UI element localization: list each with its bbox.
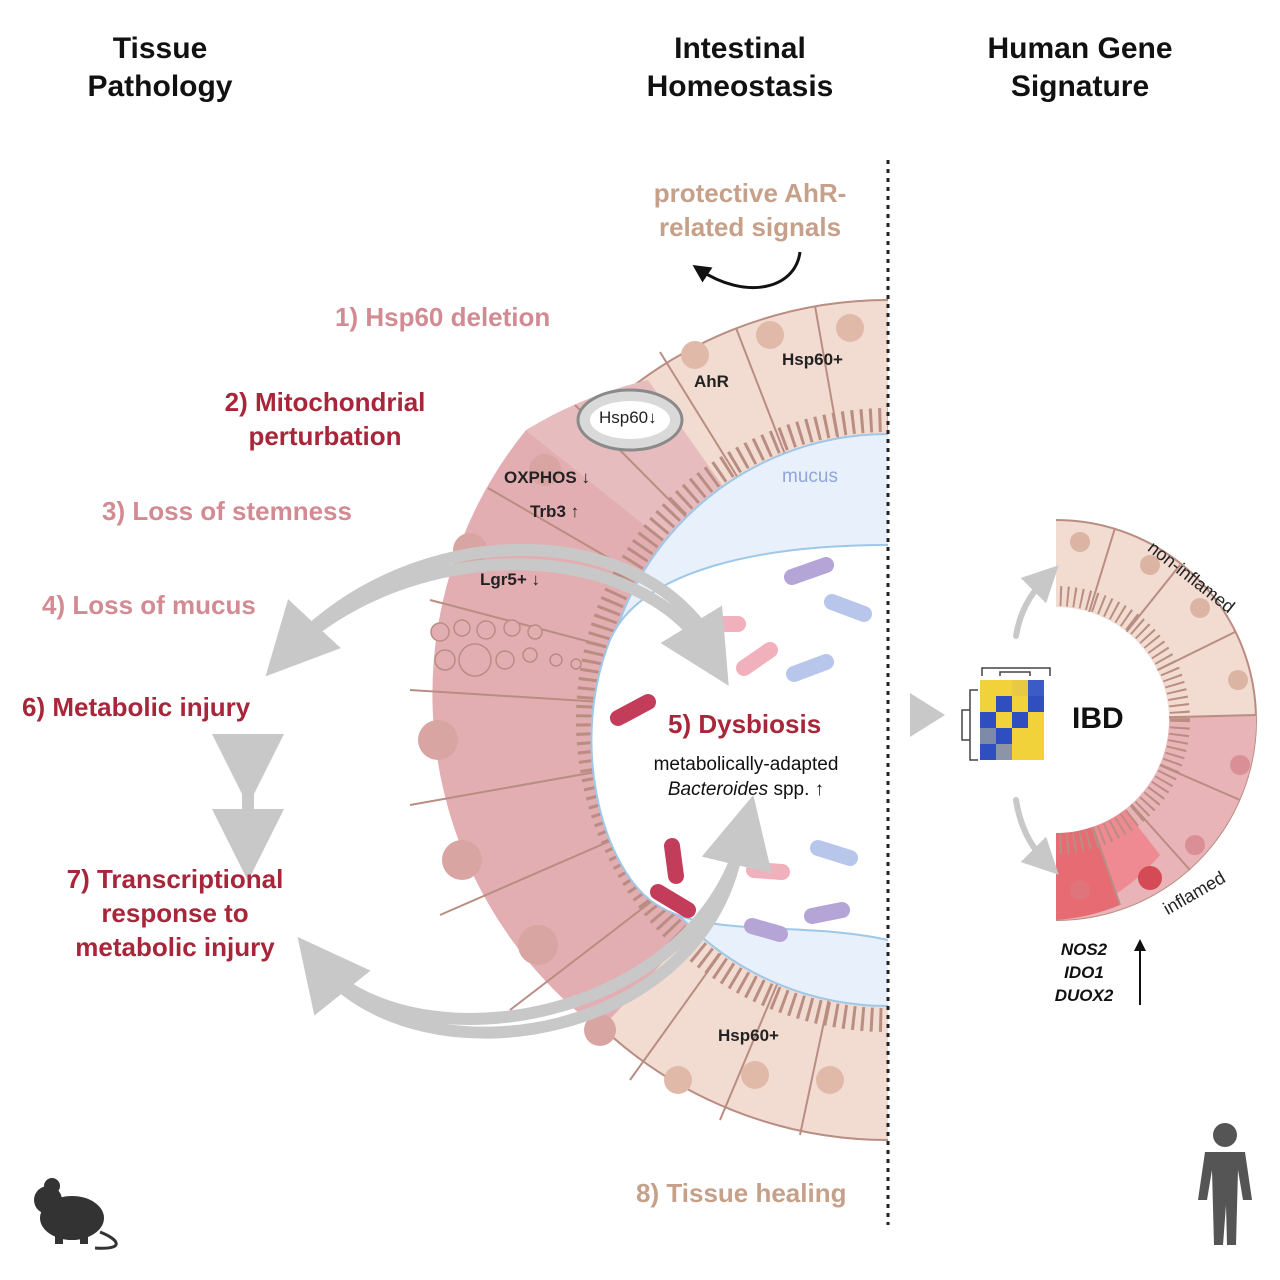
human-figure-icon [1198,1123,1252,1245]
step-8-label: 8) Tissue healing [636,1178,847,1208]
trb3-label: Trb3 ↑ [530,502,580,521]
lgr5-label: Lgr5+ ↓ [480,570,540,589]
heatmap-dendrogram-icon [961,667,1051,761]
step-3-label: 3) Loss of stemness [102,496,352,526]
cycle-arrows [212,543,772,1039]
mouse-icon [34,1178,118,1250]
step-4-label: 4) Loss of mucus [42,590,256,620]
hsp60-down-label: Hsp60↓ [599,408,657,427]
mouse-intestine-ring [409,299,888,1141]
ibd-label: IBD [1072,702,1124,735]
dysbiosis-detail: metabolically-adapted Bacteroides spp. ↑ [653,754,839,800]
mucus-label: mucus [782,466,838,487]
protective-signal-arrow [692,251,802,290]
step-1-label: 1) Hsp60 deletion [335,302,551,332]
step-5-label: 5) Dysbiosis [668,709,822,739]
hsp60-plus-top-label: Hsp60+ [782,350,843,369]
pointer-triangle-icon [910,693,945,737]
ahr-label: AhR [694,372,729,391]
oxphos-label: OXPHOS ↓ [504,468,590,487]
human-intestine-ring [1056,519,1257,921]
hsp60-plus-bottom-label: Hsp60+ [718,1026,779,1045]
step-6-label: 6) Metabolic injury [22,692,251,722]
protective-signals-label: protective AhR-related signals [653,178,847,242]
